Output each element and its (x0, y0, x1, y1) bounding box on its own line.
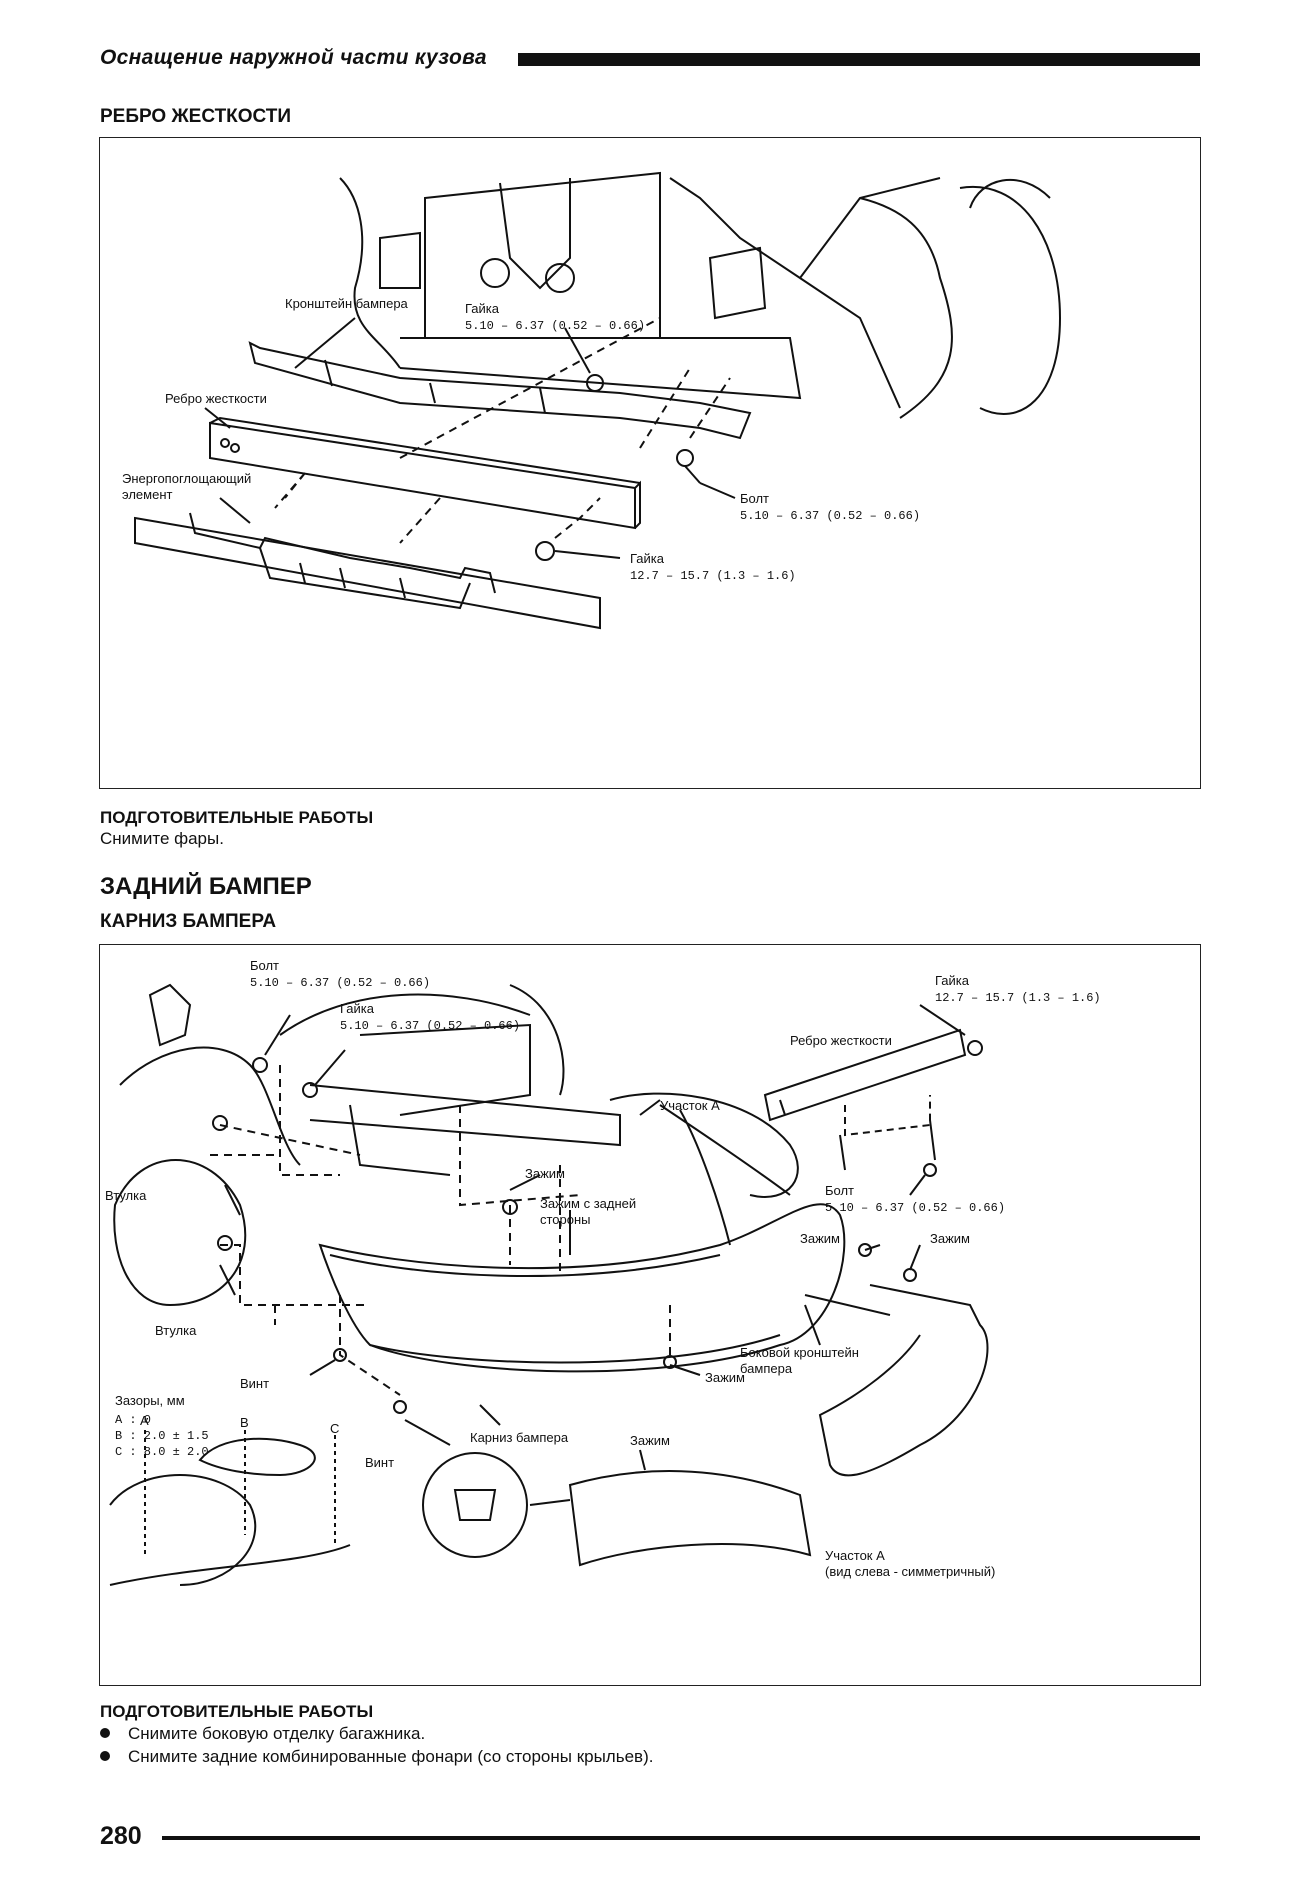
label-area-a-view-1: Участок А (825, 1548, 885, 1563)
mark-a: A (140, 1413, 149, 1428)
label-screw-1: Винт (240, 1376, 269, 1391)
label-rib: Ребро жесткости (165, 391, 267, 406)
mark-b: B (240, 1415, 249, 1430)
prep-item-2: Снимите задние комбинированные фонари (с… (100, 1747, 653, 1767)
prep-item-1: Снимите боковую отделку багажника. (100, 1724, 425, 1744)
label-clip-rear-1: Зажим с задней (540, 1196, 636, 1211)
label-absorber-1: Энергопоглощающий (122, 471, 251, 486)
rib-diagram: Гайка 5.10 – 6.37 (0.52 – 0.66) Кронштей… (122, 171, 1062, 630)
gap-c: C : 8.0 ± 2.0 (115, 1445, 209, 1459)
label-absorber-2: элемент (122, 487, 173, 502)
torque-nut2: 12.7 – 15.7 (1.3 – 1.6) (630, 569, 796, 583)
label-side-bracket-1: Боковой кронштейн (740, 1345, 859, 1360)
page-header-title: Оснащение наружной части кузова (100, 46, 487, 69)
prep-text-1: Снимите фары. (100, 829, 224, 848)
label-side-bracket-2: бампера (740, 1361, 793, 1376)
footer-rule (162, 1836, 1200, 1840)
label-bushing-2: Втулка (155, 1323, 197, 1338)
torque-nut-right: 12.7 – 15.7 (1.3 – 1.6) (935, 991, 1101, 1005)
label-clip-4: Зажим (930, 1231, 970, 1246)
label-clip-2: Зажим (705, 1370, 745, 1385)
gap-a: A : 0 (115, 1413, 151, 1427)
label-bumper-bracket: Кронштейн бампера (285, 296, 409, 311)
label-nut-top: Гайка (340, 1001, 375, 1016)
label-clip-5: Зажим (630, 1433, 670, 1448)
torque-nut-top: 5.10 – 6.37 (0.52 – 0.66) (340, 1019, 520, 1033)
label-bolt-right: Болт (825, 1183, 854, 1198)
mark-c: C (330, 1421, 339, 1436)
fascia-diagram-frame: Болт 5.10 – 6.37 (0.52 – 0.66) Гайка 5.1… (99, 944, 1201, 1686)
label-nut1: Гайка (465, 301, 500, 316)
section-rib-title: РЕБРО ЖЕСТКОСТИ (100, 106, 292, 127)
label-bolt-top: Болт (250, 958, 279, 973)
label-bolt: Болт (740, 491, 769, 506)
label-fascia: Карниз бампера (470, 1430, 569, 1445)
fascia-diagram: Болт 5.10 – 6.37 (0.52 – 0.66) Гайка 5.1… (105, 958, 1101, 1586)
section-fascia-subtitle: КАРНИЗ БАМПЕРА (100, 911, 277, 932)
torque-bolt: 5.10 – 6.37 (0.52 – 0.66) (740, 509, 920, 523)
header-rule (518, 53, 1200, 66)
label-screw-2: Винт (365, 1455, 394, 1470)
label-clip-1: Зажим (525, 1166, 565, 1181)
torque-bolt-right: 5.10 – 6.37 (0.52 – 0.66) (825, 1201, 1005, 1215)
torque-bolt-top: 5.10 – 6.37 (0.52 – 0.66) (250, 976, 430, 990)
label-nut2: Гайка (630, 551, 665, 566)
section-rear-bumper-title: ЗАДНИЙ БАМПЕР (100, 873, 312, 900)
label-gaps-title: Зазоры, мм (115, 1393, 185, 1408)
prep-title-2: ПОДГОТОВИТЕЛЬНЫЕ РАБОТЫ (100, 1702, 374, 1721)
label-clip-3: Зажим (800, 1231, 840, 1246)
label-area-a-view-2: (вид слева - симметричный) (825, 1564, 995, 1579)
label-area-a: Участок А (660, 1098, 720, 1113)
label-clip-rear-2: стороны (540, 1212, 591, 1227)
label-rib-right: Ребро жесткости (790, 1033, 892, 1048)
label-bushing-1: Втулка (105, 1188, 147, 1203)
page-number: 280 (100, 1822, 142, 1850)
rib-diagram-frame: Гайка 5.10 – 6.37 (0.52 – 0.66) Кронштей… (99, 137, 1201, 789)
prep-title-1: ПОДГОТОВИТЕЛЬНЫЕ РАБОТЫ (100, 808, 374, 827)
gap-b: B : 2.0 ± 1.5 (115, 1429, 209, 1443)
torque-nut1: 5.10 – 6.37 (0.52 – 0.66) (465, 319, 645, 333)
label-nut-right: Гайка (935, 973, 970, 988)
